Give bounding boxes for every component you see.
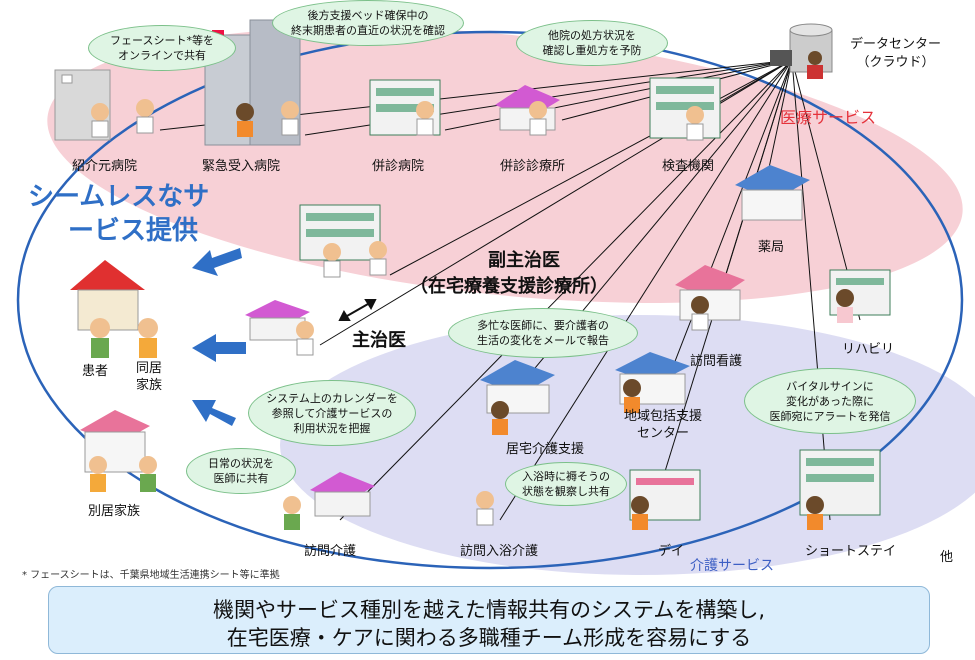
- building-emergency-hospital: [204, 19, 301, 146]
- label-referral-hospital: 紹介元病院: [72, 159, 138, 174]
- bubble-face-sheet: フェースシート*等を オンラインで共有: [88, 25, 236, 71]
- label-bathing-care: 訪問入浴介護: [460, 544, 539, 559]
- label-emergency-hospital: 緊急受入病院: [202, 159, 281, 174]
- label-day-service: デイ: [658, 544, 685, 559]
- bubble-prescription: 他院の処方状況を 確認し重処方を予防: [516, 20, 668, 66]
- headline-line2: ービス提供: [68, 216, 199, 246]
- headline-line1: シームレスなサ: [28, 182, 210, 212]
- label-rehab: リハビリ: [842, 342, 895, 357]
- label-others: 他: [940, 550, 954, 565]
- headline: シームレスなサ ービス提供: [28, 180, 209, 248]
- people-figures: [89, 99, 854, 530]
- main-doctor-title: 主治医: [352, 330, 406, 351]
- building-main-doctor-clinic: [245, 300, 310, 341]
- building-home-nursing: [675, 265, 745, 321]
- label-community-center: 地域包括支援 センター: [624, 409, 703, 441]
- sub-doctor-clinic: （在宅療養支援診療所）: [410, 276, 608, 297]
- label-home-care-support: 居宅介護支援: [506, 442, 585, 457]
- system-boundary: [16, 30, 964, 570]
- datacenter-label: データセンター （クラウド）: [850, 36, 941, 72]
- service-arrows: [192, 248, 246, 426]
- bubble-daily: 日常の状況を 医師に共有: [186, 448, 296, 494]
- bubble-calendar: システム上のカレンダーを 参照して介護サービスの 利用状況を把握: [248, 380, 416, 446]
- label-short-stay: ショートステイ: [805, 544, 897, 559]
- datacenter-icon: [770, 23, 833, 79]
- sub-doctor-title: 副主治医: [488, 250, 560, 271]
- label-home-visit-care: 訪問介護: [304, 544, 357, 559]
- care-service-label: 介護サービス: [690, 558, 774, 574]
- bubble-busy-doctor: 多忙な医師に、要介護者の 生活の変化をメールで報告: [448, 308, 638, 358]
- building-home-visit-care: [310, 472, 375, 517]
- summary-box: 機関やサービス種別を越えた情報共有のシステムを構築し, 在宅医療・ケアに関わる多…: [48, 586, 930, 654]
- building-lab: [649, 77, 721, 139]
- datacenter-label-line1: データセンター: [850, 37, 942, 52]
- label-pharmacy: 薬局: [758, 240, 785, 255]
- label-separate-family: 別居家族: [88, 504, 141, 519]
- label-affiliated-clinic: 併診診療所: [500, 159, 566, 174]
- bubble-backup-bed: 後方支援ベッド確保中の 終末期患者の直近の状況を確認: [272, 0, 464, 46]
- bubble-bathing: 入浴時に褥そうの 状態を観察し共有: [505, 462, 627, 506]
- label-cohabiting-family: 同居 家族: [136, 361, 163, 393]
- summary-line2: 在宅医療・ケアに関わる多職種チーム形成を容易にする: [226, 626, 752, 650]
- label-lab: 検査機関: [662, 159, 715, 174]
- label-patient: 患者: [82, 364, 109, 379]
- building-sub-doctor-clinic: [299, 204, 381, 261]
- summary-line1: 機関やサービス種別を越えた情報共有のシステムを構築し,: [212, 598, 766, 622]
- datacenter-label-line2: （クラウド）: [856, 55, 935, 70]
- building-pharmacy: [735, 165, 810, 221]
- label-home-nursing: 訪問看護: [690, 354, 743, 369]
- building-patient-home: [70, 260, 145, 331]
- bubble-vitals: バイタルサインに 変化があった際に 医師宛にアラートを発信: [744, 368, 916, 434]
- doctor-link-arrow: [338, 299, 377, 321]
- label-affiliated-hospital: 併診病院: [372, 159, 425, 174]
- medical-service-label: 医療サービス: [780, 108, 877, 127]
- footnote: * フェースシートは、千葉県地域生活連携シート等に準拠: [22, 570, 280, 581]
